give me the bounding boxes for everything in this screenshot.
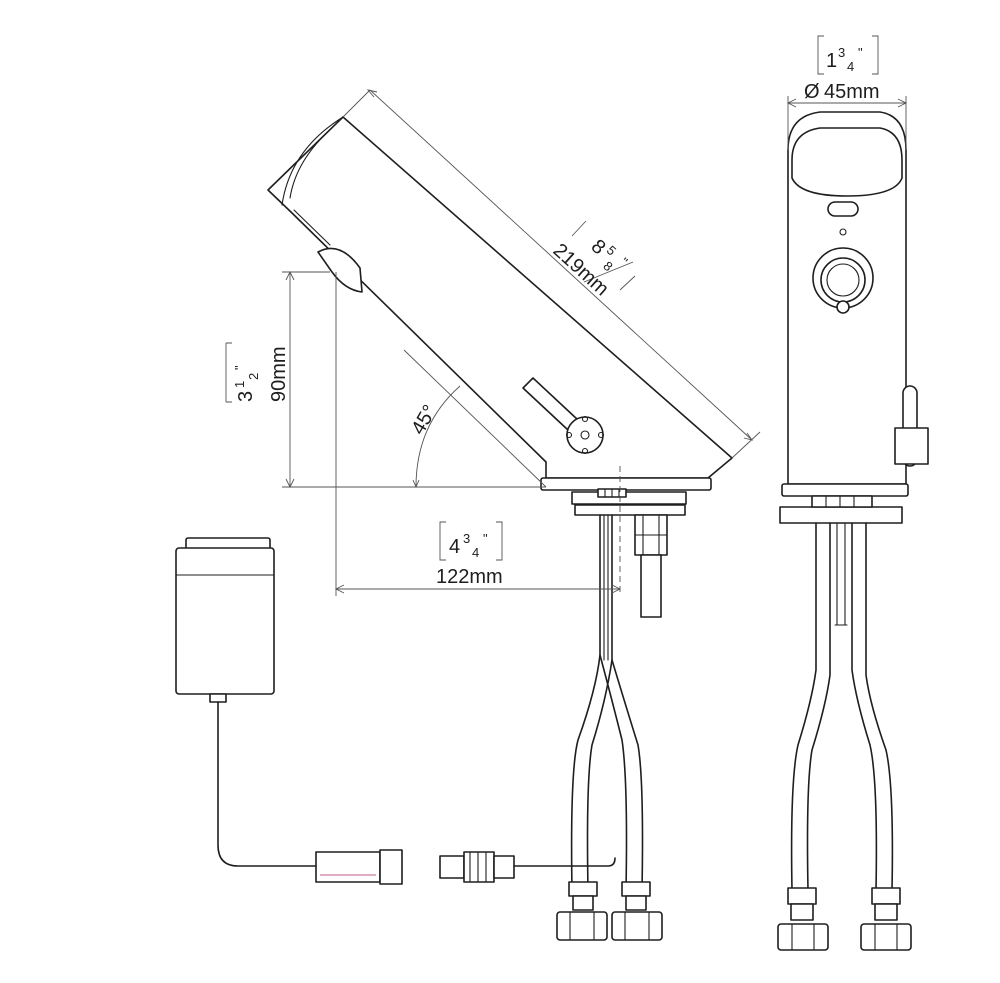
faucet-side-view	[267, 116, 733, 618]
faucet-front-view	[779, 111, 929, 524]
diameter-inch-mark: "	[858, 45, 863, 60]
reach-inch-whole: 4	[449, 536, 460, 558]
height-inch-den: 2	[246, 373, 261, 380]
height-dimension: 3 1 2 " 90mm	[225, 270, 546, 489]
reach-dimension: 4 3 4 " 122mm	[334, 272, 622, 596]
diameter-inch-num: 3	[838, 45, 845, 60]
reach-inch-den: 4	[472, 545, 479, 560]
reach-inch-mark: "	[483, 531, 488, 546]
angle-dimension: 45°	[403, 349, 547, 489]
cable-connector	[439, 851, 616, 883]
diameter-metric-label: 45mm	[824, 81, 880, 103]
supply-hoses-front	[777, 522, 912, 951]
reach-metric-label: 122mm	[436, 566, 503, 588]
diameter-symbol: Ø	[804, 81, 820, 103]
reach-inch-num: 3	[463, 531, 470, 546]
diameter-inch-whole: 1	[826, 50, 837, 72]
length-dimension: 219mm 8 5 8 "	[342, 89, 761, 459]
height-inch-num: 1	[232, 381, 247, 388]
supply-hoses-side	[556, 514, 663, 941]
control-box	[175, 537, 403, 885]
height-inch-whole: 3	[235, 391, 257, 402]
length-inch-mark: "	[617, 255, 631, 269]
height-metric-label: 90mm	[268, 346, 290, 402]
angle-label: 45°	[407, 401, 441, 438]
height-inch-mark: "	[232, 365, 247, 370]
diameter-dimension: 1 3 4 " Ø 45mm	[786, 35, 908, 150]
diameter-inch-den: 4	[847, 59, 854, 74]
